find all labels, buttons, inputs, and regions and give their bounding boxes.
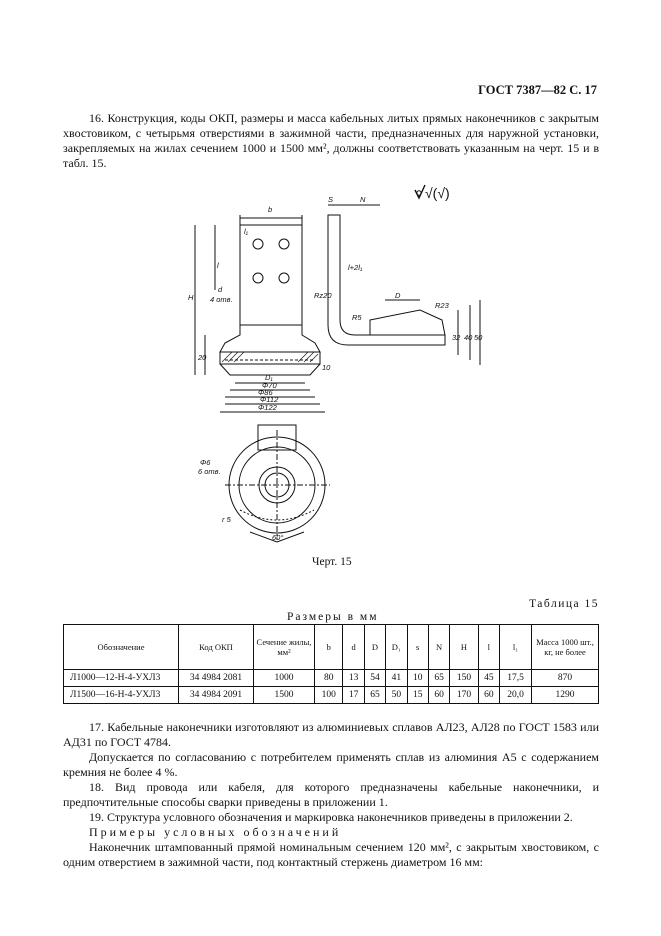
cell: 17 xyxy=(342,686,365,704)
technical-drawing: √(√) xyxy=(188,184,483,543)
body-flange xyxy=(219,351,321,365)
table-row: Л1000—12-Н-4-УХЛ3 34 4984 2081 1000 80 1… xyxy=(63,669,599,687)
body-paragraphs: 17. Кабельные наконечники изготовляют из… xyxy=(63,720,599,870)
examples-heading: Примеры условных обозначений xyxy=(89,825,342,839)
label-l: l xyxy=(217,261,219,270)
table-header-row: Обозначение Код ОКП Сечение жилы, мм² b … xyxy=(63,624,599,670)
th-s: s xyxy=(406,624,429,670)
label-32: 32 xyxy=(452,333,461,342)
hole xyxy=(252,238,264,250)
label-D: D xyxy=(395,291,401,300)
th-mass: Масса 1000 шт., кг, не более xyxy=(531,624,599,670)
cell: 45 xyxy=(477,669,501,687)
cell: 17,5 xyxy=(499,669,532,687)
cell: 20,0 xyxy=(499,686,532,704)
label-four-holes: 4 отв. xyxy=(210,295,233,304)
cell: 1500 xyxy=(253,686,315,704)
th-D1: D₁ xyxy=(385,624,408,670)
cell: 13 xyxy=(342,669,365,687)
label-phi70: Φ70 xyxy=(262,381,277,390)
roughness-symbol: √(√) xyxy=(414,184,450,201)
cell: 100 xyxy=(313,686,344,704)
label-phi6: Φ6 xyxy=(200,458,211,467)
label-d: d xyxy=(218,285,223,294)
cell: Л1500—16-Н-4-УХЛ3 xyxy=(63,686,179,704)
table-row: Л1500—16-Н-4-УХЛ3 34 4984 2091 1500 100 … xyxy=(63,686,599,704)
paragraph-16: 16. Конструкция, коды ОКП, размеры и мас… xyxy=(63,111,599,170)
th-D: D xyxy=(363,624,387,670)
label-H: H xyxy=(188,293,194,302)
cell: 80 xyxy=(313,669,344,687)
hole xyxy=(278,272,290,284)
drawing-caption: Черт. 15 xyxy=(312,556,352,568)
label-R5: R5 xyxy=(352,313,362,322)
label-phi86: Φ86 xyxy=(258,388,273,397)
table-15: Обозначение Код ОКП Сечение жилы, мм² b … xyxy=(63,624,599,704)
cell: 34 4984 2081 xyxy=(178,669,254,687)
label-l-plus: l+2l₁ xyxy=(348,263,363,272)
th-okp: Код ОКП xyxy=(178,624,254,670)
label-S: S xyxy=(328,195,333,204)
label-phi112: Φ112 xyxy=(260,395,279,404)
label-20: 20 xyxy=(197,353,207,362)
th-l1: l₁ xyxy=(499,624,532,670)
table-subtitle: Размеры в мм xyxy=(287,611,379,623)
cell: 1000 xyxy=(253,669,315,687)
cell: 65 xyxy=(363,686,387,704)
th-designation: Обозначение xyxy=(63,624,179,670)
roughness-text: √(√) xyxy=(425,185,450,201)
cell: 870 xyxy=(531,669,599,687)
cell: 1290 xyxy=(531,686,599,704)
label-10: 10 xyxy=(322,363,331,372)
cell: 65 xyxy=(427,669,451,687)
label-b: b xyxy=(268,205,272,214)
cell: 50 xyxy=(385,686,408,704)
th-b: b xyxy=(313,624,344,670)
page-header: ГОСТ 7387—82 С. 17 xyxy=(478,83,597,97)
side-profile xyxy=(327,214,446,346)
hole xyxy=(278,238,290,250)
label-r5: r 5 xyxy=(222,515,232,524)
cell: 54 xyxy=(363,669,387,687)
label-50: 50 xyxy=(474,333,483,342)
label-phi122: Φ122 xyxy=(258,403,278,412)
cell: 60 xyxy=(427,686,451,704)
label-N: N xyxy=(360,195,366,204)
paragraph-18: 18. Вид провода или кабеля, для которого… xyxy=(63,780,599,809)
example-paragraph: Наконечник штампованный прямой номинальн… xyxy=(63,840,599,869)
label-rough: Rz20 xyxy=(314,291,332,300)
th-d: d xyxy=(342,624,365,670)
cell: 34 4984 2091 xyxy=(178,686,254,704)
label-D1: D₁ xyxy=(265,373,273,382)
cell: 60 xyxy=(477,686,501,704)
label-R23: R23 xyxy=(435,301,450,310)
label-40: 40 xyxy=(464,333,473,342)
cell: 15 xyxy=(406,686,429,704)
th-l: l xyxy=(477,624,501,670)
lug-plate xyxy=(239,224,303,326)
hole xyxy=(252,272,264,284)
th-N: N xyxy=(427,624,451,670)
cell: 10 xyxy=(406,669,429,687)
label-l1: l₁ xyxy=(244,227,249,236)
th-H: H xyxy=(449,624,479,670)
cell: Л1000—12-Н-4-УХЛ3 xyxy=(63,669,179,687)
cell: 170 xyxy=(449,686,479,704)
cell: 41 xyxy=(385,669,408,687)
label-angle60: 60° xyxy=(272,533,283,542)
paragraph-17: 17. Кабельные наконечники изготовляют из… xyxy=(63,720,599,749)
cell: 150 xyxy=(449,669,479,687)
label-six-holes: 6 отв. xyxy=(198,467,221,476)
table-label: Таблица 15 xyxy=(529,598,599,610)
th-section: Сечение жилы, мм² xyxy=(253,624,315,670)
paragraph-19: 19. Структура условного обозначения и ма… xyxy=(89,810,573,824)
paragraph-17-note: Допускается по согласованию с потребител… xyxy=(63,750,599,779)
